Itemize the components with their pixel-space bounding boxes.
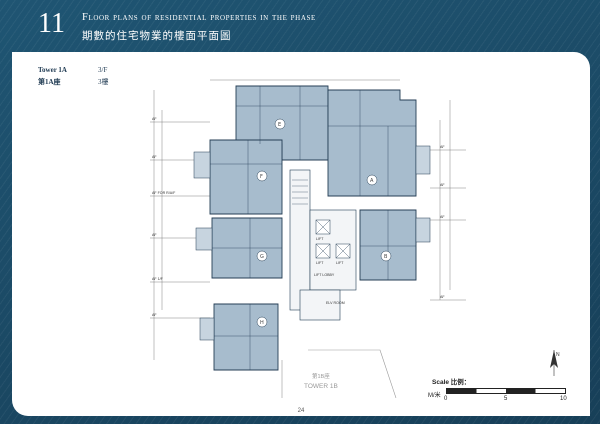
flat-labels: E F A G H B xyxy=(256,118,392,328)
lift-core: LIFT LIFT LIFT LIFT LOBBY ELV ROOM xyxy=(314,219,351,305)
lift-label-3: LIFT xyxy=(336,261,344,265)
tower-1b-zh: 第1B座 xyxy=(312,372,330,380)
flat-areas xyxy=(209,85,417,371)
content-panel: Tower 1A 3/F 第1A座 3樓 xyxy=(12,52,590,416)
svg-text:AF: AF xyxy=(152,155,157,159)
staircase xyxy=(292,179,308,205)
svg-text:AF: AF xyxy=(152,117,157,121)
svg-text:AF: AF xyxy=(440,215,445,219)
svg-text:AF: AF xyxy=(440,145,445,149)
title-chinese: 期數的住宅物業的樓面平面圖 xyxy=(82,30,232,42)
flat-label-e: E xyxy=(278,122,281,128)
svg-text:AF: AF xyxy=(152,313,157,317)
note-af: AF xyxy=(440,295,445,299)
note-af-1f: AF 1/F xyxy=(152,277,164,281)
section-number: 11 xyxy=(38,8,65,39)
floor-plan: AF AF AF FOR R/A/F AF AF 1/F AF AF AF AF… xyxy=(150,79,466,398)
title-english: Floor plans of residential properties in… xyxy=(82,12,316,23)
page-number: 24 xyxy=(297,408,305,414)
svg-text:AF: AF xyxy=(152,233,157,237)
scale-graphic xyxy=(446,388,566,394)
tower-english: Tower 1A xyxy=(38,66,67,74)
flat-label-h: H xyxy=(260,320,264,326)
elv-room-label: ELV ROOM xyxy=(326,301,345,305)
scale-tick-5: 5 xyxy=(504,396,508,402)
scale-tick-0: 0 xyxy=(444,396,448,402)
scale-bar: Scale 比例： M/米 0 5 10 xyxy=(428,376,578,406)
lift-lobby-label: LIFT LOBBY xyxy=(314,273,335,277)
flat-label-a: A xyxy=(370,178,374,184)
room-partitions xyxy=(210,86,416,370)
note-af-for: AF FOR R/A/F xyxy=(152,191,176,195)
floor-info: Tower 1A 3/F 第1A座 3樓 xyxy=(38,64,128,88)
leader-notes: AF AF AF FOR R/A/F AF AF 1/F AF AF AF AF… xyxy=(152,117,445,317)
lift-label-2: LIFT xyxy=(316,261,324,265)
tower-1b-outline: 第1B座 TOWER 1B xyxy=(281,349,397,398)
dimension-lines xyxy=(150,79,466,360)
flat-label-g: G xyxy=(260,254,264,260)
balconies xyxy=(193,145,431,341)
lift-label-1: LIFT xyxy=(316,237,324,241)
floor-english: 3/F xyxy=(98,66,108,74)
tower-chinese: 第1A座 xyxy=(38,78,61,86)
tower-1b-en: TOWER 1B xyxy=(304,383,338,390)
header: 11 Floor plans of residential properties… xyxy=(0,0,600,56)
flat-label-f: F xyxy=(260,174,263,180)
floor-chinese: 3樓 xyxy=(98,78,109,86)
flat-label-b: B xyxy=(384,254,388,260)
north-arrow-icon: N xyxy=(544,348,564,378)
scale-unit: M/米 xyxy=(428,393,441,399)
north-label: N xyxy=(556,352,560,358)
svg-text:AF: AF xyxy=(440,183,445,187)
scale-label: Scale 比例： xyxy=(432,379,471,386)
scale-tick-10: 10 xyxy=(560,396,567,402)
